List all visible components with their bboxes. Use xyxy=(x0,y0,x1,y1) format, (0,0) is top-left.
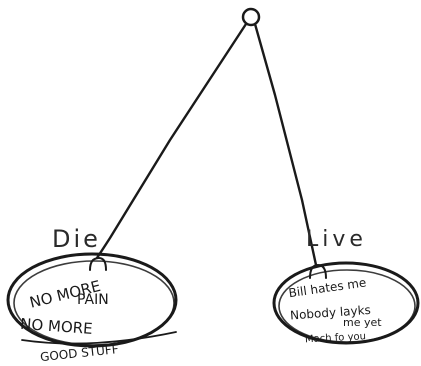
right-pan-line-1: Bill hates me xyxy=(288,275,367,300)
scale-strings xyxy=(97,24,316,265)
right-pan-line-3: me yet xyxy=(343,316,382,329)
left-pan-hook xyxy=(90,258,106,270)
left-pan-line-3: NO MORE xyxy=(20,315,94,338)
left-pan-line-4: GOOD STUFF xyxy=(39,342,119,364)
left-pan-line-2: PAIN xyxy=(77,292,109,308)
left-string xyxy=(97,24,246,258)
left-pan-heading: Die xyxy=(52,225,101,253)
right-pan-heading: Live xyxy=(306,227,367,252)
left-pan: Die NO MORE PAIN NO MORE GOOD STUFF xyxy=(8,225,176,364)
right-pan: Live Bill hates me Nobody layks me yet M… xyxy=(274,227,418,345)
scale-hanging-ring xyxy=(243,9,259,25)
